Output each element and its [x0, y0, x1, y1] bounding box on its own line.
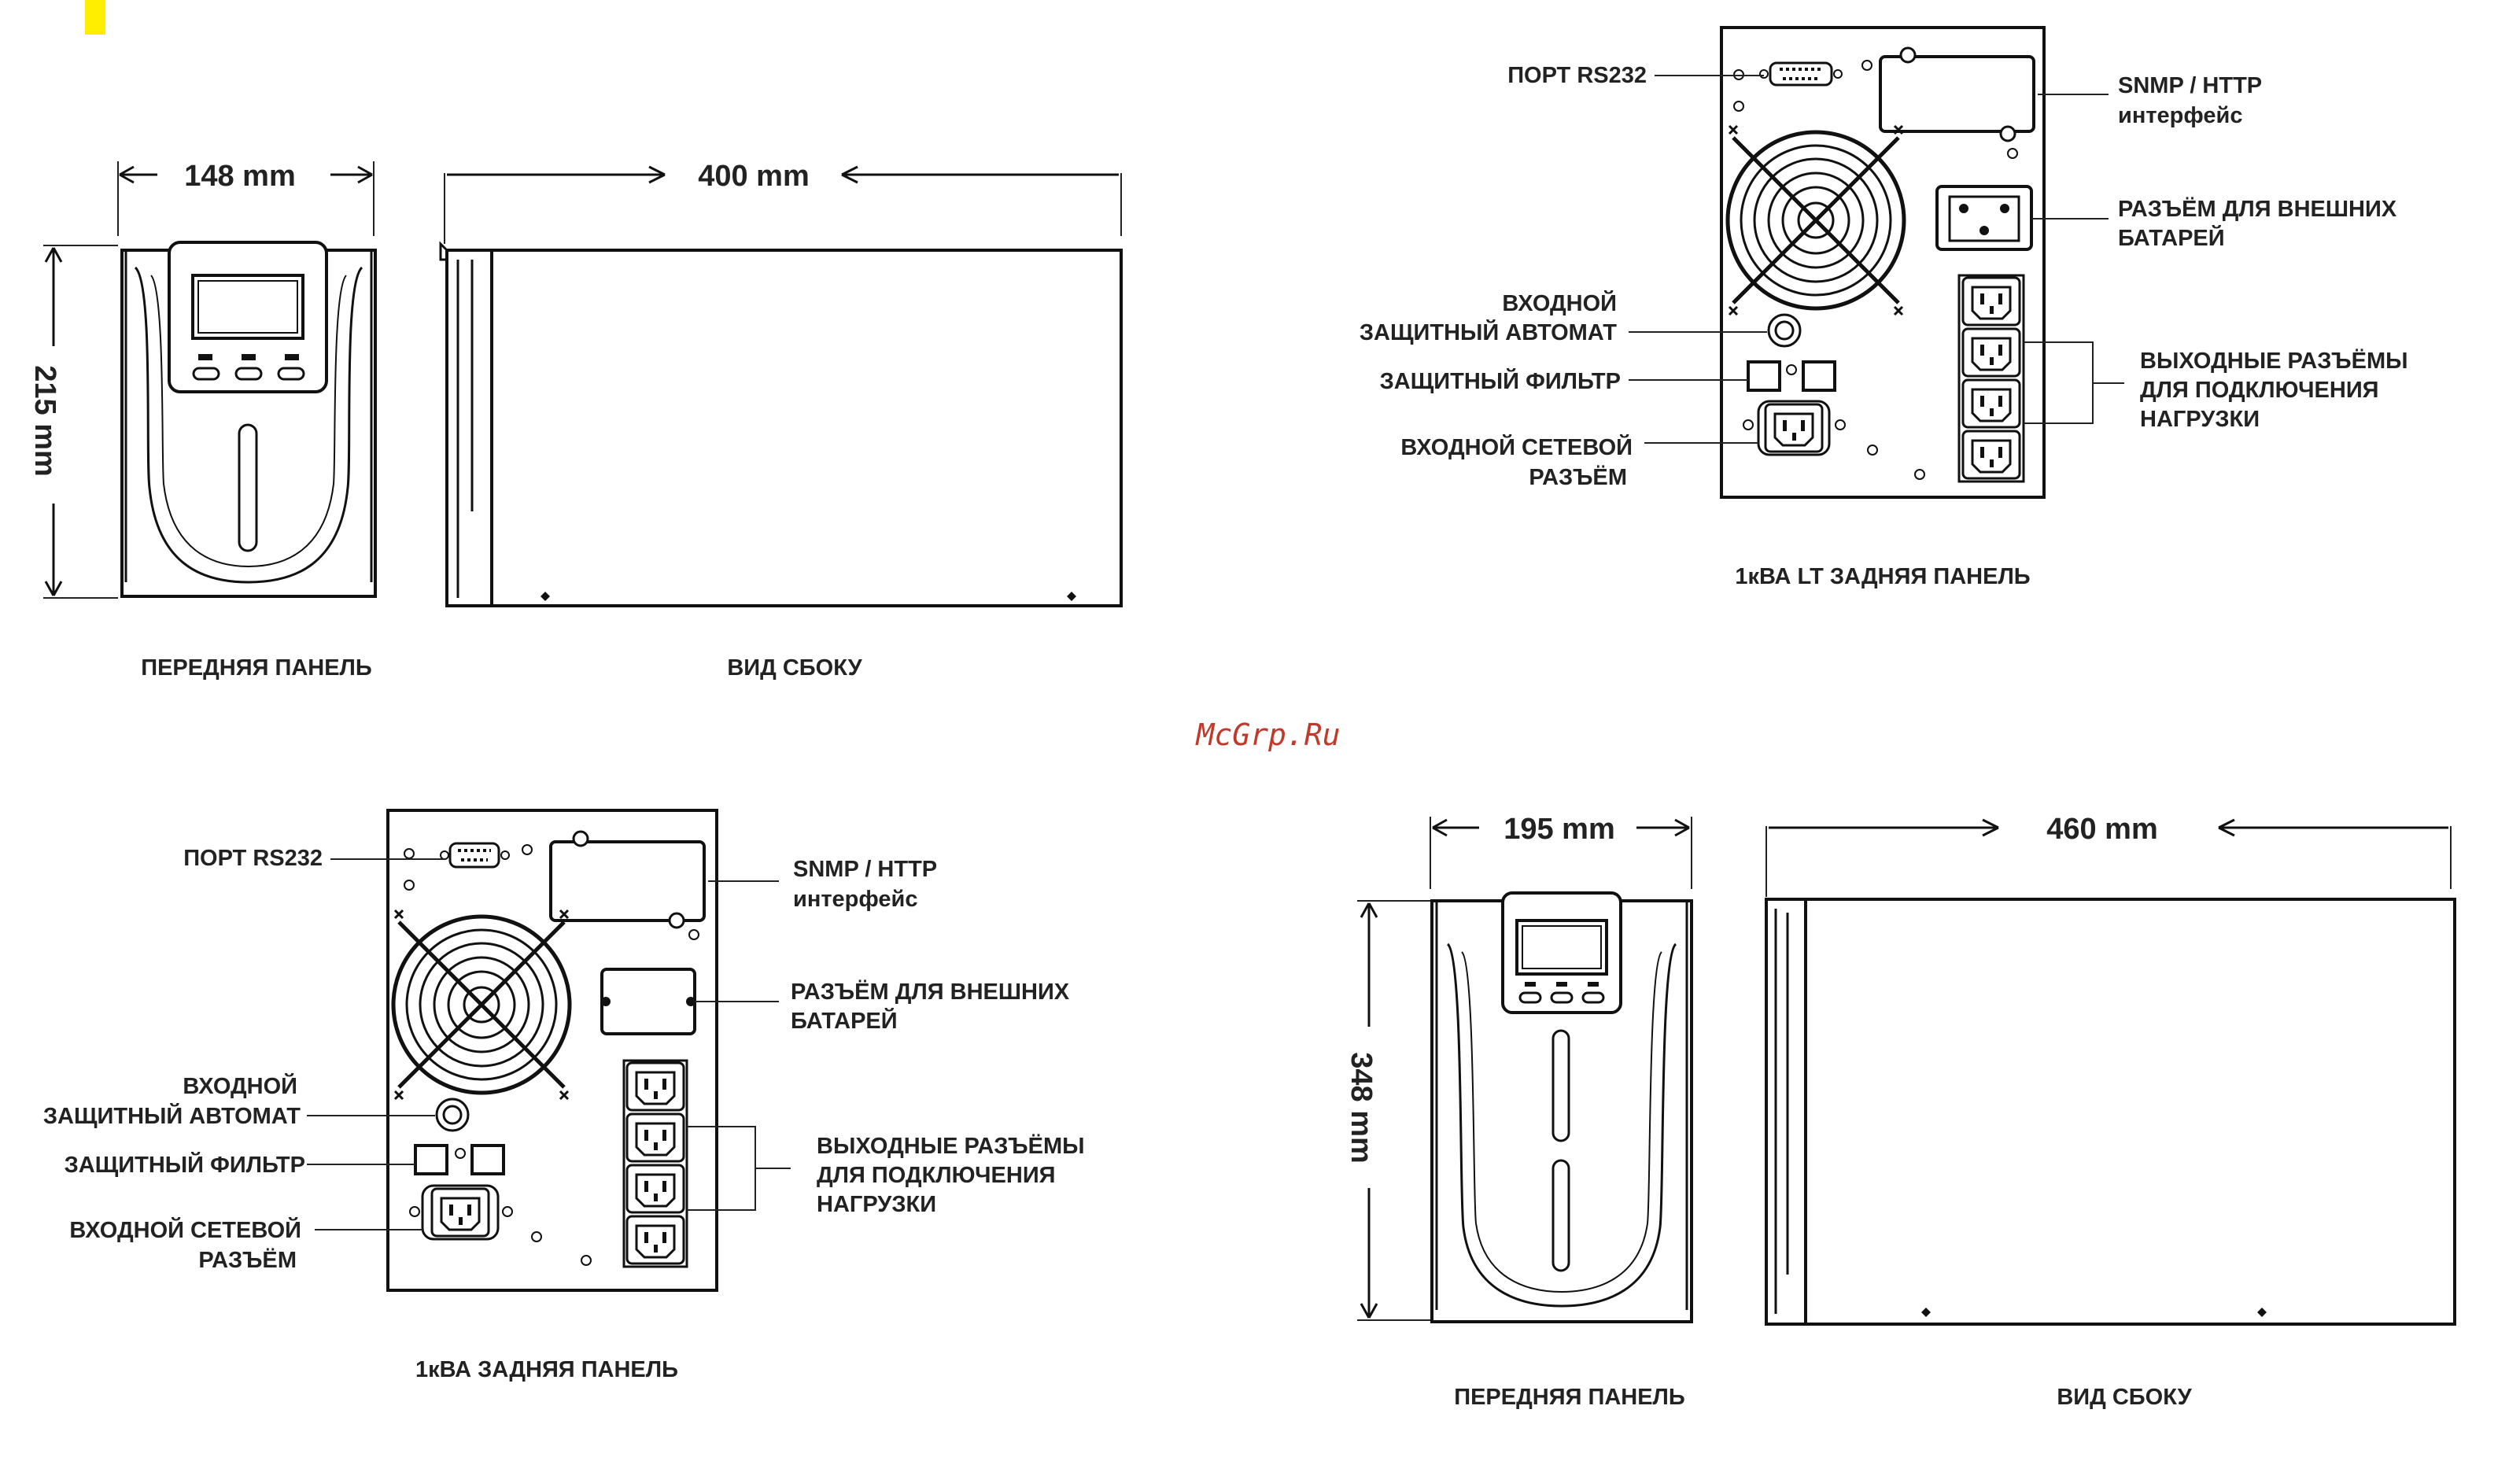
lt-outputs-label-2: ДЛЯ ПОДКЛЮЧЕНИЯ — [2140, 378, 2379, 403]
lt-filter-label: ЗАЩИТНЫЙ ФИЛЬТР — [1380, 367, 1621, 394]
lt-rear-caption: 1кВА LT ЗАДНЯЯ ПАНЕЛЬ — [1735, 564, 2030, 589]
std-filter-label: ЗАЩИТНЫЙ ФИЛЬТР — [65, 1151, 305, 1178]
std-outputs-label-3: НАГРУЗКИ — [817, 1192, 936, 1217]
lt-breaker-label-2: ЗАЩИТНЫЙ АВТОМАТ — [1360, 319, 1617, 345]
side-caption-large: ВИД СБОКУ — [2057, 1385, 2192, 1410]
front-caption-small: ПЕРЕДНЯЯ ПАНЕЛЬ — [141, 655, 371, 681]
std-outputs-label-1: ВЫХОДНЫЕ РАЗЪЁМЫ — [817, 1133, 1085, 1159]
front-width-large-label: 195 mm — [1504, 813, 1615, 846]
side-depth-large-label: 460 mm — [2046, 813, 2158, 846]
std-breaker-label-1: ВХОДНОЙ — [183, 1072, 297, 1099]
lt-mains-label-1: ВХОДНОЙ СЕТЕВОЙ — [1400, 434, 1633, 460]
height-label: 215 mm — [28, 365, 61, 477]
std-mains-label-2: РАЗЪЁМ — [198, 1247, 297, 1273]
height-large-label: 348 mm — [1345, 1052, 1378, 1164]
front-view-large: 195 mm 348 mm ПЕРЕДНЯЯ ПАНЕЛЬ — [1345, 813, 1693, 1410]
lt-ext-batt-label-2: БАТАРЕЙ — [2118, 224, 2225, 251]
rear-panel-lt: ПОРТ RS232 SNMP / HTTP интерфейс РАЗЪЁМ … — [1360, 26, 2408, 589]
std-ext-batt-label-1: РАЗЪЁМ ДЛЯ ВНЕШНИХ — [791, 979, 1070, 1005]
std-breaker-label-2: ЗАЩИТНЫЙ АВТОМАТ — [43, 1102, 301, 1129]
std-mains-label-1: ВХОДНОЙ СЕТЕВОЙ — [69, 1216, 301, 1243]
lt-snmp-label-1: SNMP / HTTP — [2118, 73, 2262, 98]
std-ext-batt-label-2: БАТАРЕЙ — [791, 1007, 898, 1034]
yellow-marker — [85, 0, 105, 35]
std-rear-caption: 1кВА ЗАДНЯЯ ПАНЕЛЬ — [415, 1357, 678, 1382]
rear-panel-standard: ПОРТ RS232 SNMP / HTTP интерфейс РАЗЪЁМ … — [43, 809, 1085, 1382]
side-view-large: 460 mm ВИД СБОКУ — [1765, 813, 2456, 1410]
lt-breaker-label-1: ВХОДНОЙ — [1502, 290, 1617, 316]
std-outputs-label-2: ДЛЯ ПОДКЛЮЧЕНИЯ — [817, 1163, 1056, 1188]
side-view-small: 400 mm ВИД СБОКУ — [439, 160, 1123, 681]
lt-ext-batt-label-1: РАЗЪЁМ ДЛЯ ВНЕШНИХ — [2118, 196, 2397, 222]
side-caption-small: ВИД СБОКУ — [727, 655, 862, 681]
std-snmp-label-2: интерфейс — [793, 887, 917, 912]
lt-rs232-label: ПОРТ RS232 — [1507, 63, 1647, 88]
front-caption-large: ПЕРЕДНЯЯ ПАНЕЛЬ — [1454, 1385, 1684, 1410]
lt-outputs-label-1: ВЫХОДНЫЕ РАЗЪЁМЫ — [2140, 348, 2408, 374]
lt-snmp-label-2: интерфейс — [2118, 103, 2242, 128]
side-depth-label: 400 mm — [698, 160, 810, 193]
front-view-small: 148 mm 215 mm ПЕРЕДНЯЯ ПАНЕЛЬ — [28, 160, 377, 681]
std-snmp-label-1: SNMP / HTTP — [793, 857, 937, 882]
watermark: McGrp.Ru — [1194, 718, 1340, 752]
lt-mains-label-2: РАЗЪЁМ — [1529, 464, 1627, 490]
std-rs232-label: ПОРТ RS232 — [183, 846, 323, 871]
lt-outputs-label-3: НАГРУЗКИ — [2140, 407, 2260, 432]
front-width-label: 148 mm — [184, 160, 296, 193]
